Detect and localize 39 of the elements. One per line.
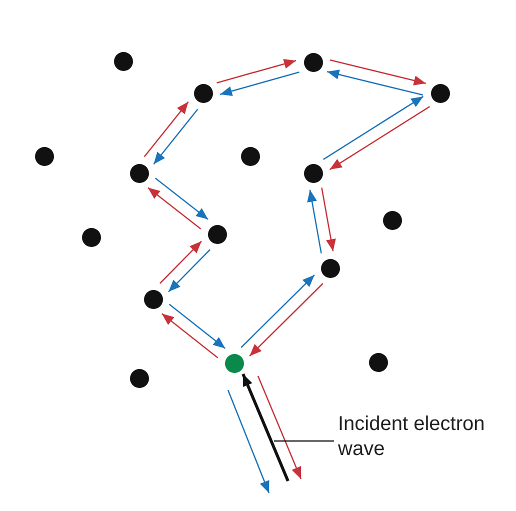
arrow (242, 373, 290, 482)
arrow (227, 390, 270, 494)
dot (208, 224, 226, 244)
arrow (148, 187, 202, 230)
dot (368, 352, 388, 372)
arrow (307, 190, 322, 254)
arrow (330, 59, 426, 86)
dot (320, 258, 340, 278)
dot (114, 52, 132, 70)
arrow (168, 304, 226, 349)
arrow (257, 376, 302, 480)
dot (240, 146, 260, 166)
dot (130, 368, 148, 388)
arrow (329, 106, 430, 170)
dot (430, 84, 450, 102)
dot (34, 146, 54, 166)
arrow (216, 59, 296, 84)
arrow (154, 178, 208, 220)
dot (194, 84, 212, 102)
dot (82, 228, 100, 246)
arrow (240, 274, 315, 348)
dot (130, 164, 148, 182)
arrow (220, 71, 300, 96)
leader-line (274, 440, 334, 442)
arrow (321, 188, 336, 252)
dot (382, 210, 402, 230)
arrow (326, 70, 424, 96)
label-text: Incident electron wave (338, 412, 516, 462)
arrow (161, 313, 218, 358)
arrow (159, 240, 202, 284)
arrow (168, 249, 211, 292)
arrow (249, 283, 324, 356)
arrow (144, 101, 189, 158)
arrow (323, 96, 424, 160)
dot (304, 52, 322, 72)
dot (144, 290, 162, 308)
arrow (153, 108, 198, 165)
dot (304, 164, 322, 182)
dot (224, 354, 244, 372)
